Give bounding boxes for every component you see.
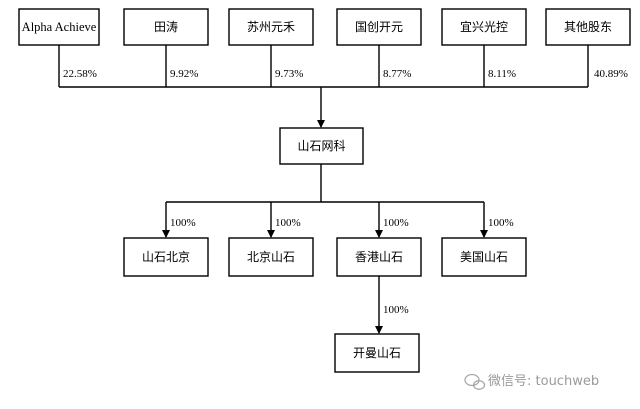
shareholder-box-suzhou-yuanhe: 苏州元禾 xyxy=(228,8,314,46)
subsidiary-name: 山石北京 xyxy=(142,250,190,264)
shareholder-percent: 40.89% xyxy=(594,68,628,80)
shareholder-percent: 9.92% xyxy=(170,68,198,80)
subsidiary-name: 北京山石 xyxy=(247,250,295,264)
shareholder-box-alpha-achieve: Alpha Achieve xyxy=(18,8,100,46)
shareholder-name: 苏州元禾 xyxy=(247,20,295,34)
wechat-icon xyxy=(464,373,486,390)
subsidiary-percent: 100% xyxy=(275,217,301,229)
subsidiary-percent: 100% xyxy=(170,217,196,229)
wechat-watermark: 微信号: touchweb xyxy=(464,373,599,390)
subsidiary-name: 美国山石 xyxy=(460,250,508,264)
shareholder-box-other: 其他股东 xyxy=(545,8,631,46)
shareholder-name: 其他股东 xyxy=(564,20,612,34)
shareholder-name: 国创开元 xyxy=(355,20,403,34)
sub-subsidiary-name: 开曼山石 xyxy=(353,346,401,360)
watermark-text: 微信号: touchweb xyxy=(488,374,599,389)
company-name: 山石网科 xyxy=(297,139,345,153)
subsidiary-box-usa-shanshi: 美国山石 xyxy=(441,237,527,277)
subsidiary-box-beijing-shanshi: 北京山石 xyxy=(228,237,314,277)
subsidiary-name: 香港山石 xyxy=(355,250,403,264)
shareholder-box-yixing-guangkong: 宜兴光控 xyxy=(441,8,527,46)
company-box-hillstone: 山石网科 xyxy=(279,127,364,165)
shareholder-name: Alpha Achieve xyxy=(22,20,97,34)
shareholder-percent: 9.73% xyxy=(275,68,303,80)
shareholder-connectors xyxy=(58,45,589,128)
subsidiary-percent: 100% xyxy=(383,217,409,229)
subsidiary-percent: 100% xyxy=(488,217,514,229)
shareholder-name: 田涛 xyxy=(154,19,178,34)
shareholder-box-tian-tao: 田涛 xyxy=(123,8,209,46)
shareholder-percent: 8.77% xyxy=(383,68,411,80)
shareholder-percent: 22.58% xyxy=(63,68,97,80)
sub-subsidiary-box-cayman-shanshi: 开曼山石 xyxy=(334,333,420,373)
subsidiary-box-shanshi-beijing: 山石北京 xyxy=(123,237,209,277)
subsidiary-box-hongkong-shanshi: 香港山石 xyxy=(336,237,422,277)
sub-subsidiary-percent: 100% xyxy=(383,304,409,316)
shareholder-box-guochuang-kaiyuan: 国创开元 xyxy=(336,8,422,46)
shareholder-name: 宜兴光控 xyxy=(460,19,508,34)
subsidiary-connectors xyxy=(162,164,488,238)
shareholder-percent: 8.11% xyxy=(488,68,516,80)
